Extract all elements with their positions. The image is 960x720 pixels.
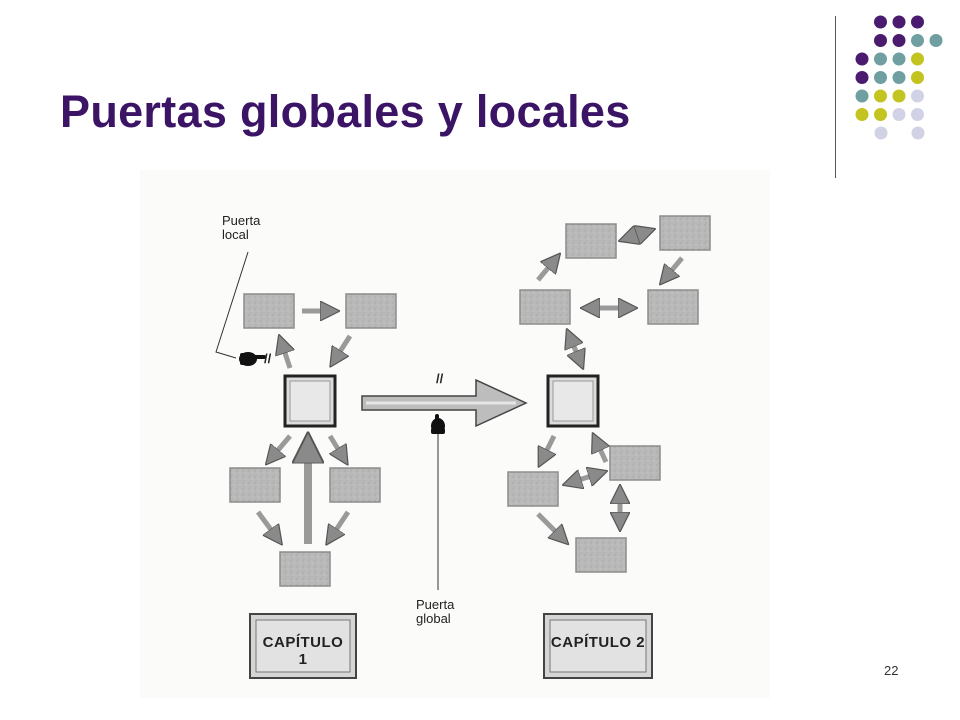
arrow	[540, 434, 557, 464]
node-box	[609, 445, 661, 481]
node-box	[575, 537, 627, 573]
node-box	[647, 289, 699, 325]
decorative-dot	[911, 15, 924, 29]
decorative-dot	[892, 15, 906, 29]
arrow	[536, 256, 558, 282]
local-gate-label-line2: local	[222, 227, 249, 242]
global-gate-label-line2: global	[416, 611, 451, 626]
decorative-dot	[911, 126, 925, 140]
global-gate-arrow	[361, 378, 528, 590]
arrow	[332, 334, 353, 364]
decorative-dot	[855, 71, 869, 84]
arrow	[280, 338, 290, 369]
arrow	[594, 436, 606, 464]
decorative-dot	[892, 89, 906, 103]
arrow	[327, 434, 346, 462]
decorative-dot	[892, 108, 906, 121]
decorative-dot	[911, 34, 924, 47]
decorative-dot	[874, 108, 887, 121]
decorative-dot	[874, 52, 887, 66]
node-box	[345, 293, 397, 329]
pointing-hand-icon	[239, 352, 266, 366]
node-box	[565, 223, 617, 259]
diagram-canvas	[215, 215, 711, 679]
decorative-dot-grid	[855, 15, 943, 140]
decorative-dot	[929, 34, 943, 47]
decorative-dot	[911, 52, 924, 66]
arrow	[566, 472, 604, 484]
global-gate-label-line1: Puerta	[416, 597, 455, 612]
arrow	[568, 332, 582, 366]
decorative-dot	[874, 34, 887, 47]
node-box	[507, 471, 559, 507]
decorative-dot	[855, 52, 869, 66]
gates-diagram: Puerta local // // Puerta global CAPÍTUL…	[140, 170, 770, 698]
chapter-2-label: CAPÍTULO 2	[550, 634, 646, 651]
arrow	[536, 512, 566, 542]
decorative-dot	[892, 71, 906, 84]
title-divider	[835, 16, 836, 178]
slide-title: Puertas globales y locales	[60, 86, 631, 137]
node-box	[519, 289, 571, 325]
decorative-dot	[855, 108, 869, 121]
chapter-1-label: CAPÍTULO 1	[262, 634, 344, 668]
global-gate-label: Puerta global	[416, 598, 454, 626]
decorative-dot	[892, 34, 906, 47]
decorative-dot	[874, 71, 887, 84]
decorative-dot	[874, 15, 887, 29]
local-gate-label: Puerta local	[222, 214, 260, 242]
pointing-hand-icon	[431, 414, 445, 434]
node-box	[229, 467, 281, 503]
node-box	[329, 467, 381, 503]
decorative-dot	[855, 89, 869, 103]
node-box	[659, 215, 711, 251]
decorative-dot	[892, 52, 906, 66]
global-break-mark: //	[436, 371, 444, 386]
local-gate-leader	[215, 251, 249, 359]
node-box	[279, 551, 331, 587]
arrow	[328, 510, 351, 542]
arrow	[268, 434, 292, 462]
decorative-dot	[911, 71, 924, 84]
chapter-1-cluster	[215, 251, 397, 587]
decorative-dot	[911, 108, 924, 121]
decorative-dot	[911, 89, 924, 103]
chapter-2-cluster	[507, 215, 711, 573]
chapter-2-plate	[543, 613, 653, 679]
decorative-dot	[874, 126, 888, 140]
chapter-1-plate	[249, 613, 357, 679]
local-break-mark: //	[264, 351, 272, 366]
arrow	[255, 510, 280, 542]
arrow	[622, 230, 652, 240]
node-box	[243, 293, 295, 329]
local-gate-label-line1: Puerta	[222, 213, 261, 228]
arrow	[662, 256, 684, 282]
page-number: 22	[884, 663, 899, 678]
decorative-dot	[874, 89, 887, 103]
